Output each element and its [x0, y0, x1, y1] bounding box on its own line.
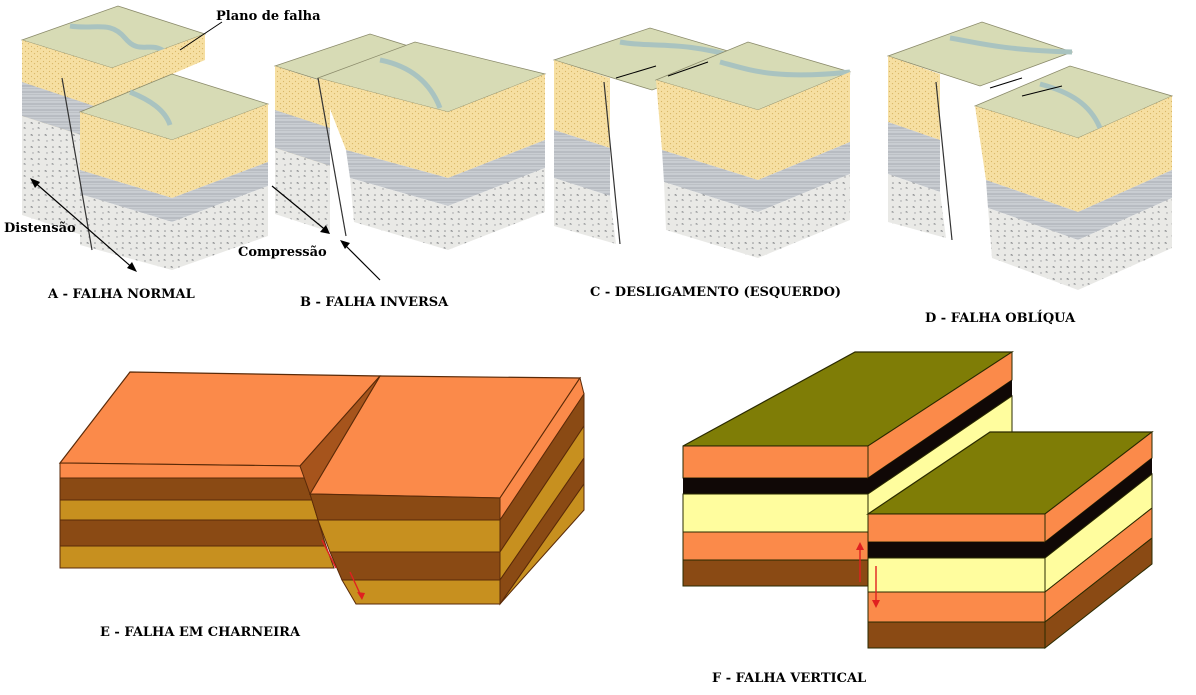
panel-d-oblique-fault: D - FALHA OBLÍQUA — [886, 21, 1174, 326]
e-fault-scarp — [299, 375, 381, 496]
offset-marker-c2 — [667, 61, 709, 77]
block-d-front — [973, 65, 1174, 290]
plano-leader-line — [179, 21, 223, 51]
offset-marker-d1 — [989, 77, 1023, 89]
plano-de-falha-label: Plano de falha — [216, 9, 321, 24]
block-c-front — [654, 41, 852, 258]
offset-marker-d2 — [1021, 85, 1063, 97]
panel-f-title: F - FALHA VERTICAL — [712, 671, 866, 686]
panel-f-vertical-fault: F - FALHA VERTICAL — [682, 351, 1154, 686]
panel-a-normal-fault: Plano de falha Distensão A - FALHA NORMA… — [4, 5, 321, 302]
block-d-back — [886, 21, 1074, 238]
fault-plane-line-c — [603, 81, 621, 245]
block-c-back — [552, 27, 747, 244]
distension-arrow-left — [30, 178, 40, 188]
panel-d-title: D - FALHA OBLÍQUA — [925, 310, 1076, 326]
block-a-front — [78, 73, 270, 270]
panel-c-title: C - DESLIGAMENTO (ESQUERDO) — [590, 285, 841, 300]
compression-arrow-right — [340, 240, 350, 249]
fault-plane-line-a — [61, 77, 93, 251]
block-b-front — [316, 41, 547, 250]
offset-marker-c1 — [615, 65, 657, 79]
panel-e-title: E - FALHA EM CHARNEIRA — [100, 625, 301, 640]
panel-a-title: A - FALHA NORMAL — [47, 287, 195, 302]
panel-b-reverse-fault: Compressão B - FALHA INVERSA — [238, 33, 547, 310]
fault-plane-line-b — [317, 77, 347, 237]
panel-c-strike-slip: C - DESLIGAMENTO (ESQUERDO) — [552, 27, 852, 300]
e-motion-arrow-1 — [321, 539, 337, 569]
panel-e-hinge-fault: E - FALHA EM CHARNEIRA — [58, 371, 585, 640]
distensao-label: Distensão — [4, 221, 76, 236]
fault-plane-line-d — [935, 81, 953, 241]
compression-arrow-left — [320, 225, 330, 234]
compressao-label: Compressão — [238, 245, 327, 260]
panel-b-title: B - FALHA INVERSA — [300, 295, 449, 310]
distension-arrow-right — [127, 262, 137, 272]
